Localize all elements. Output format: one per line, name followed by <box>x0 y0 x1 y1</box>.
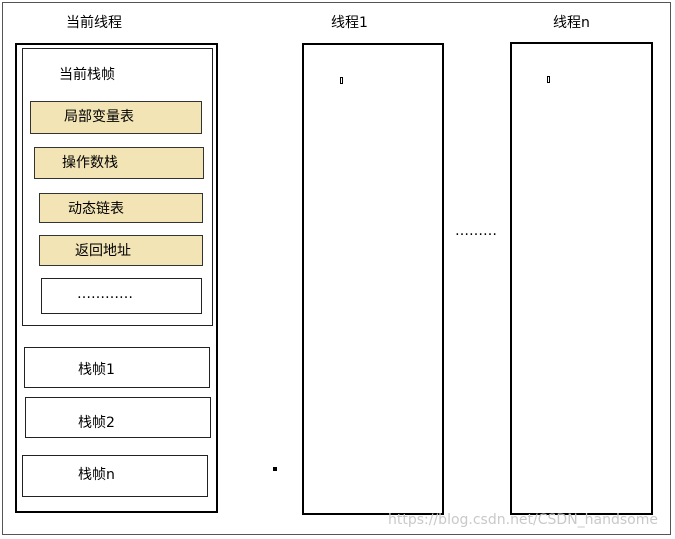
slot-local-variables-label: 局部变量表 <box>64 109 134 125</box>
frame-2-label: 栈帧2 <box>78 415 115 431</box>
slot-more: ………… <box>41 278 202 314</box>
thread-1-box <box>302 43 444 515</box>
frame-1-box: 栈帧1 <box>24 347 210 388</box>
slot-return-address-label: 返回地址 <box>75 243 131 259</box>
thread-n-title: 线程n <box>553 15 590 31</box>
slot-dynamic-link: 动态链表 <box>39 193 203 223</box>
slot-local-variables: 局部变量表 <box>30 101 202 134</box>
thread-1-title: 线程1 <box>331 15 368 31</box>
slot-return-address: 返回地址 <box>39 235 203 266</box>
frame-n-box: 栈帧n <box>22 455 208 497</box>
thread-n-marker <box>547 76 550 83</box>
slot-operand-stack: 操作数栈 <box>34 147 204 179</box>
slot-dynamic-link-label: 动态链表 <box>68 201 124 217</box>
frame-n-label: 栈帧n <box>78 467 115 483</box>
ellipsis-dot <box>273 467 277 471</box>
current-frame-title: 当前栈帧 <box>59 67 115 83</box>
slot-operand-stack-label: 操作数栈 <box>62 155 118 171</box>
slot-more-label: ………… <box>77 286 133 302</box>
frame-1-label: 栈帧1 <box>78 362 115 378</box>
between-threads-ellipsis: ……… <box>455 223 497 239</box>
thread-1-marker <box>340 77 343 84</box>
frame-2-box: 栈帧2 <box>25 397 211 438</box>
current-thread-title: 当前线程 <box>66 15 122 31</box>
watermark: https://blog.csdn.net/CSDN_handsome <box>388 512 658 528</box>
thread-n-box <box>510 42 653 515</box>
